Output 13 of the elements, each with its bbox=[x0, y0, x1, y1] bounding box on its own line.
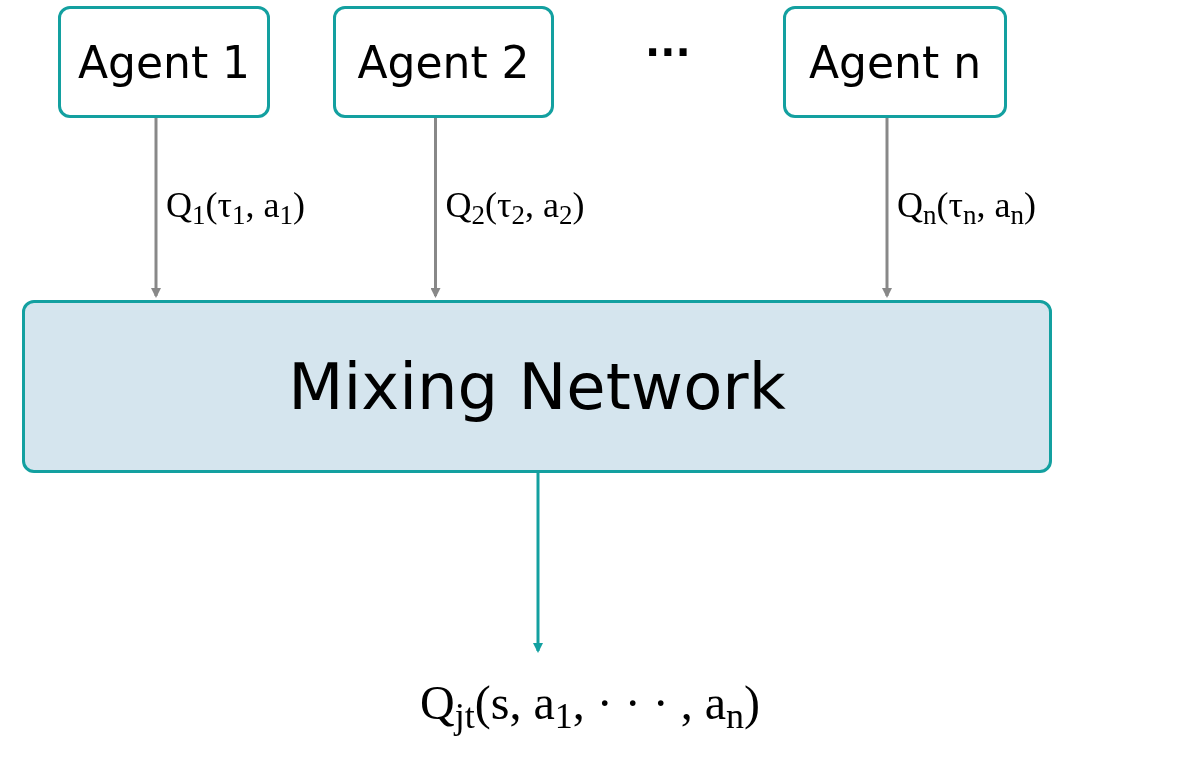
agent-box bbox=[333, 6, 554, 118]
agent-box bbox=[783, 6, 1007, 118]
arrow bbox=[151, 118, 161, 298]
arrow bbox=[430, 118, 441, 298]
network-box bbox=[22, 300, 1052, 473]
agent-box bbox=[58, 6, 270, 118]
node-text: Mixing Network bbox=[288, 348, 786, 426]
arrow bbox=[533, 473, 543, 653]
ellipsis-label: ··· bbox=[645, 32, 691, 72]
node-text: Agent 1 bbox=[77, 35, 251, 90]
node-text: Agent 2 bbox=[357, 35, 530, 90]
arrow bbox=[882, 118, 892, 298]
node-text: Agent n bbox=[808, 35, 982, 90]
